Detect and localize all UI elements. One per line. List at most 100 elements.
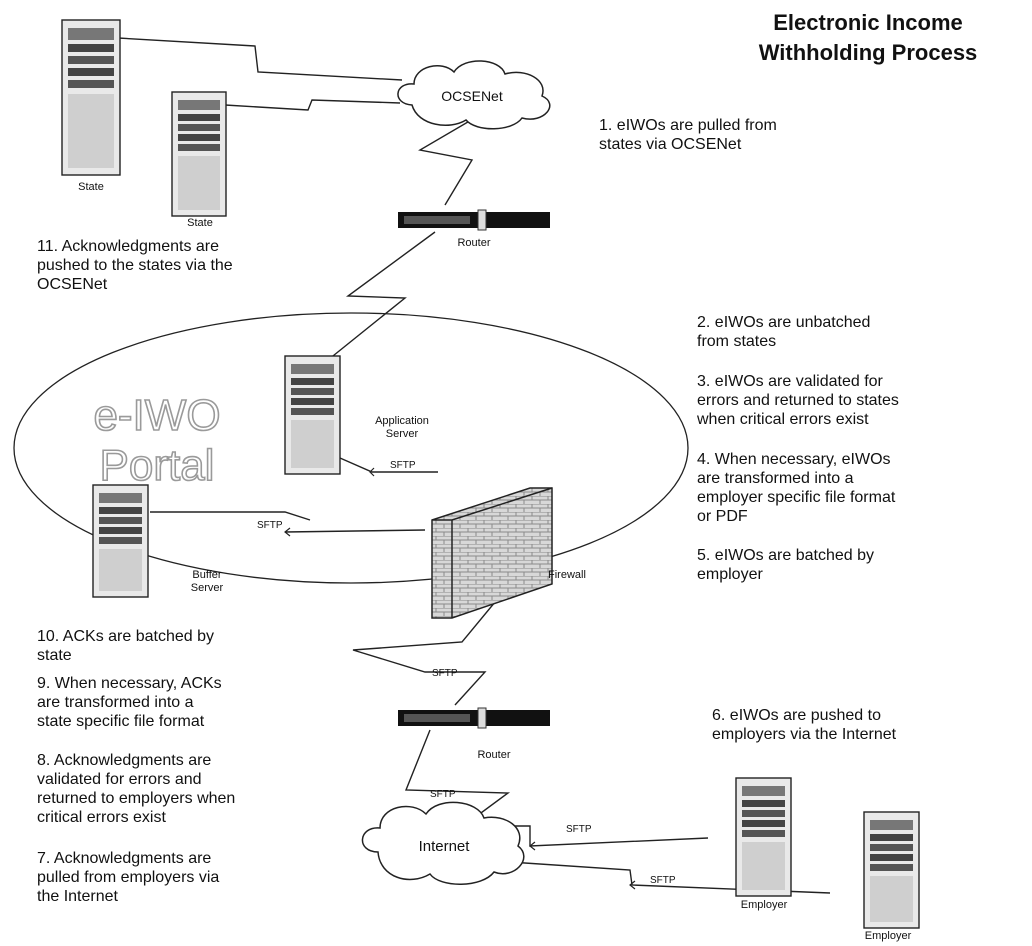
sftp-label-router-internet: SFTP [430,789,456,800]
step-7: 7. Acknowledgments are pulled from emplo… [37,850,219,905]
arrow-marks [284,467,636,890]
server-bay [742,786,785,796]
server-bay [291,398,334,405]
eiwo-portal: e-IWO Portal [13,312,689,584]
router-panel [404,714,470,722]
server-bay [99,507,142,514]
cloud-icon [397,60,551,130]
server-bay [68,28,114,40]
server-panel [178,156,220,210]
server-bay [291,378,334,385]
sftp-labels: SFTP SFTP SFTP SFTP SFTP SFTP [257,460,676,886]
server-bay [291,408,334,415]
server-bay [178,144,220,151]
link-ocsenet-router [418,111,486,206]
server-state-2: State [171,91,227,229]
internet-cloud: Internet [361,801,525,885]
cloud-icon [361,801,525,885]
state-1-label: State [78,181,104,193]
step-5: 5. eIWOs are batched by employer [697,547,874,583]
server-panel [291,420,334,468]
portal-label-line-2: Portal [100,441,215,490]
title-line-1: Electronic Income [773,10,963,35]
router-divider [477,707,487,729]
step-6-line-2: employers via the Internet [712,726,897,743]
link-buffer-firewall-a [150,511,311,521]
server-bay [742,820,785,827]
step-2-line-1: 2. eIWOs are unbatched [697,314,870,331]
server-bay [68,56,114,64]
step-11-line-2: pushed to the states via the [37,257,233,274]
step-7-line-3: the Internet [37,888,119,905]
step-4-line-1: 4. When necessary, eIWOs [697,451,891,468]
server-bay [99,517,142,524]
step-8: 8. Acknowledgments are validated for err… [37,752,235,826]
server-bay [99,527,142,534]
sftp-label-fw-router: SFTP [432,668,458,679]
state-2-label: State [187,217,213,229]
step-10-line-2: state [37,647,72,664]
step-11: 11. Acknowledgments are pushed to the st… [37,238,233,293]
step-2-line-2: from states [697,333,776,350]
server-bay [870,854,913,861]
step-11-line-3: OCSENet [37,276,108,293]
step-5-line-1: 5. eIWOs are batched by [697,547,874,564]
sftp-label-employer-2: SFTP [650,875,676,886]
portal-label-line-1: e-IWO [93,391,220,440]
step-11-line-1: 11. Acknowledgments are [37,238,219,255]
step-3-line-1: 3. eIWOs are validated for [697,373,884,390]
step-9-line-3: state specific file format [37,713,205,730]
step-9: 9. When necessary, ACKs are transformed … [37,675,222,730]
link-appserver-firewall [339,457,438,473]
title-line-2: Withholding Process [759,40,978,65]
router-top: Router [398,209,550,249]
employer-2-label: Employer [865,930,912,942]
step-2: 2. eIWOs are unbatched from states [697,314,870,350]
link-state1-ocsenet [117,37,403,81]
server-bay [178,124,220,131]
server-panel [870,876,913,922]
firewall-icon [431,487,553,619]
server-bay [870,834,913,841]
ocsenet-label: OCSENet [441,88,503,104]
buffer-server-label-line-1: Buffer [192,569,221,581]
step-6-line-1: 6. eIWOs are pushed to [712,707,881,724]
server-bay [99,537,142,544]
step-9-line-2: are transformed into a [37,694,194,711]
server-bay [99,493,142,503]
server-bay [870,820,913,830]
step-4-line-4: or PDF [697,508,748,525]
employer-1-label: Employer [741,899,788,911]
arrow-mark-employer2 [629,880,636,890]
server-bay [68,44,114,52]
server-panel [99,549,142,591]
router-bottom-label: Router [477,749,510,761]
step-9-line-1: 9. When necessary, ACKs [37,675,222,692]
step-4-line-2: are transformed into a [697,470,854,487]
server-bay [291,364,334,374]
server-bay [742,810,785,817]
diagram-title: Electronic Income Withholding Process [759,10,978,65]
sftp-label-buffer: SFTP [257,520,283,531]
server-bay [68,68,114,76]
step-8-line-3: returned to employers when [37,790,235,807]
step-10-line-1: 10. ACKs are batched by [37,628,214,645]
step-7-line-2: pulled from employers via [37,869,219,886]
internet-label: Internet [419,838,471,855]
step-1-line-1: 1. eIWOs are pulled from [599,117,777,134]
arrow-mark-app [369,467,375,477]
link-router-appserver [317,231,436,369]
server-panel [68,94,114,168]
application-server-label-line-1: Application [375,415,429,427]
server-bay [742,830,785,837]
arrow-mark-buffer [284,527,291,537]
router-top-label: Router [457,237,490,249]
server-employer-2: Employer [863,811,920,942]
server-employer-1: Employer [735,777,792,911]
process-steps: 1. eIWOs are pulled from states via OCSE… [37,117,899,905]
router-bottom: Router [398,707,550,761]
server-application: Application Server [284,355,429,475]
portal-boundary [13,312,689,584]
server-bay [742,800,785,807]
